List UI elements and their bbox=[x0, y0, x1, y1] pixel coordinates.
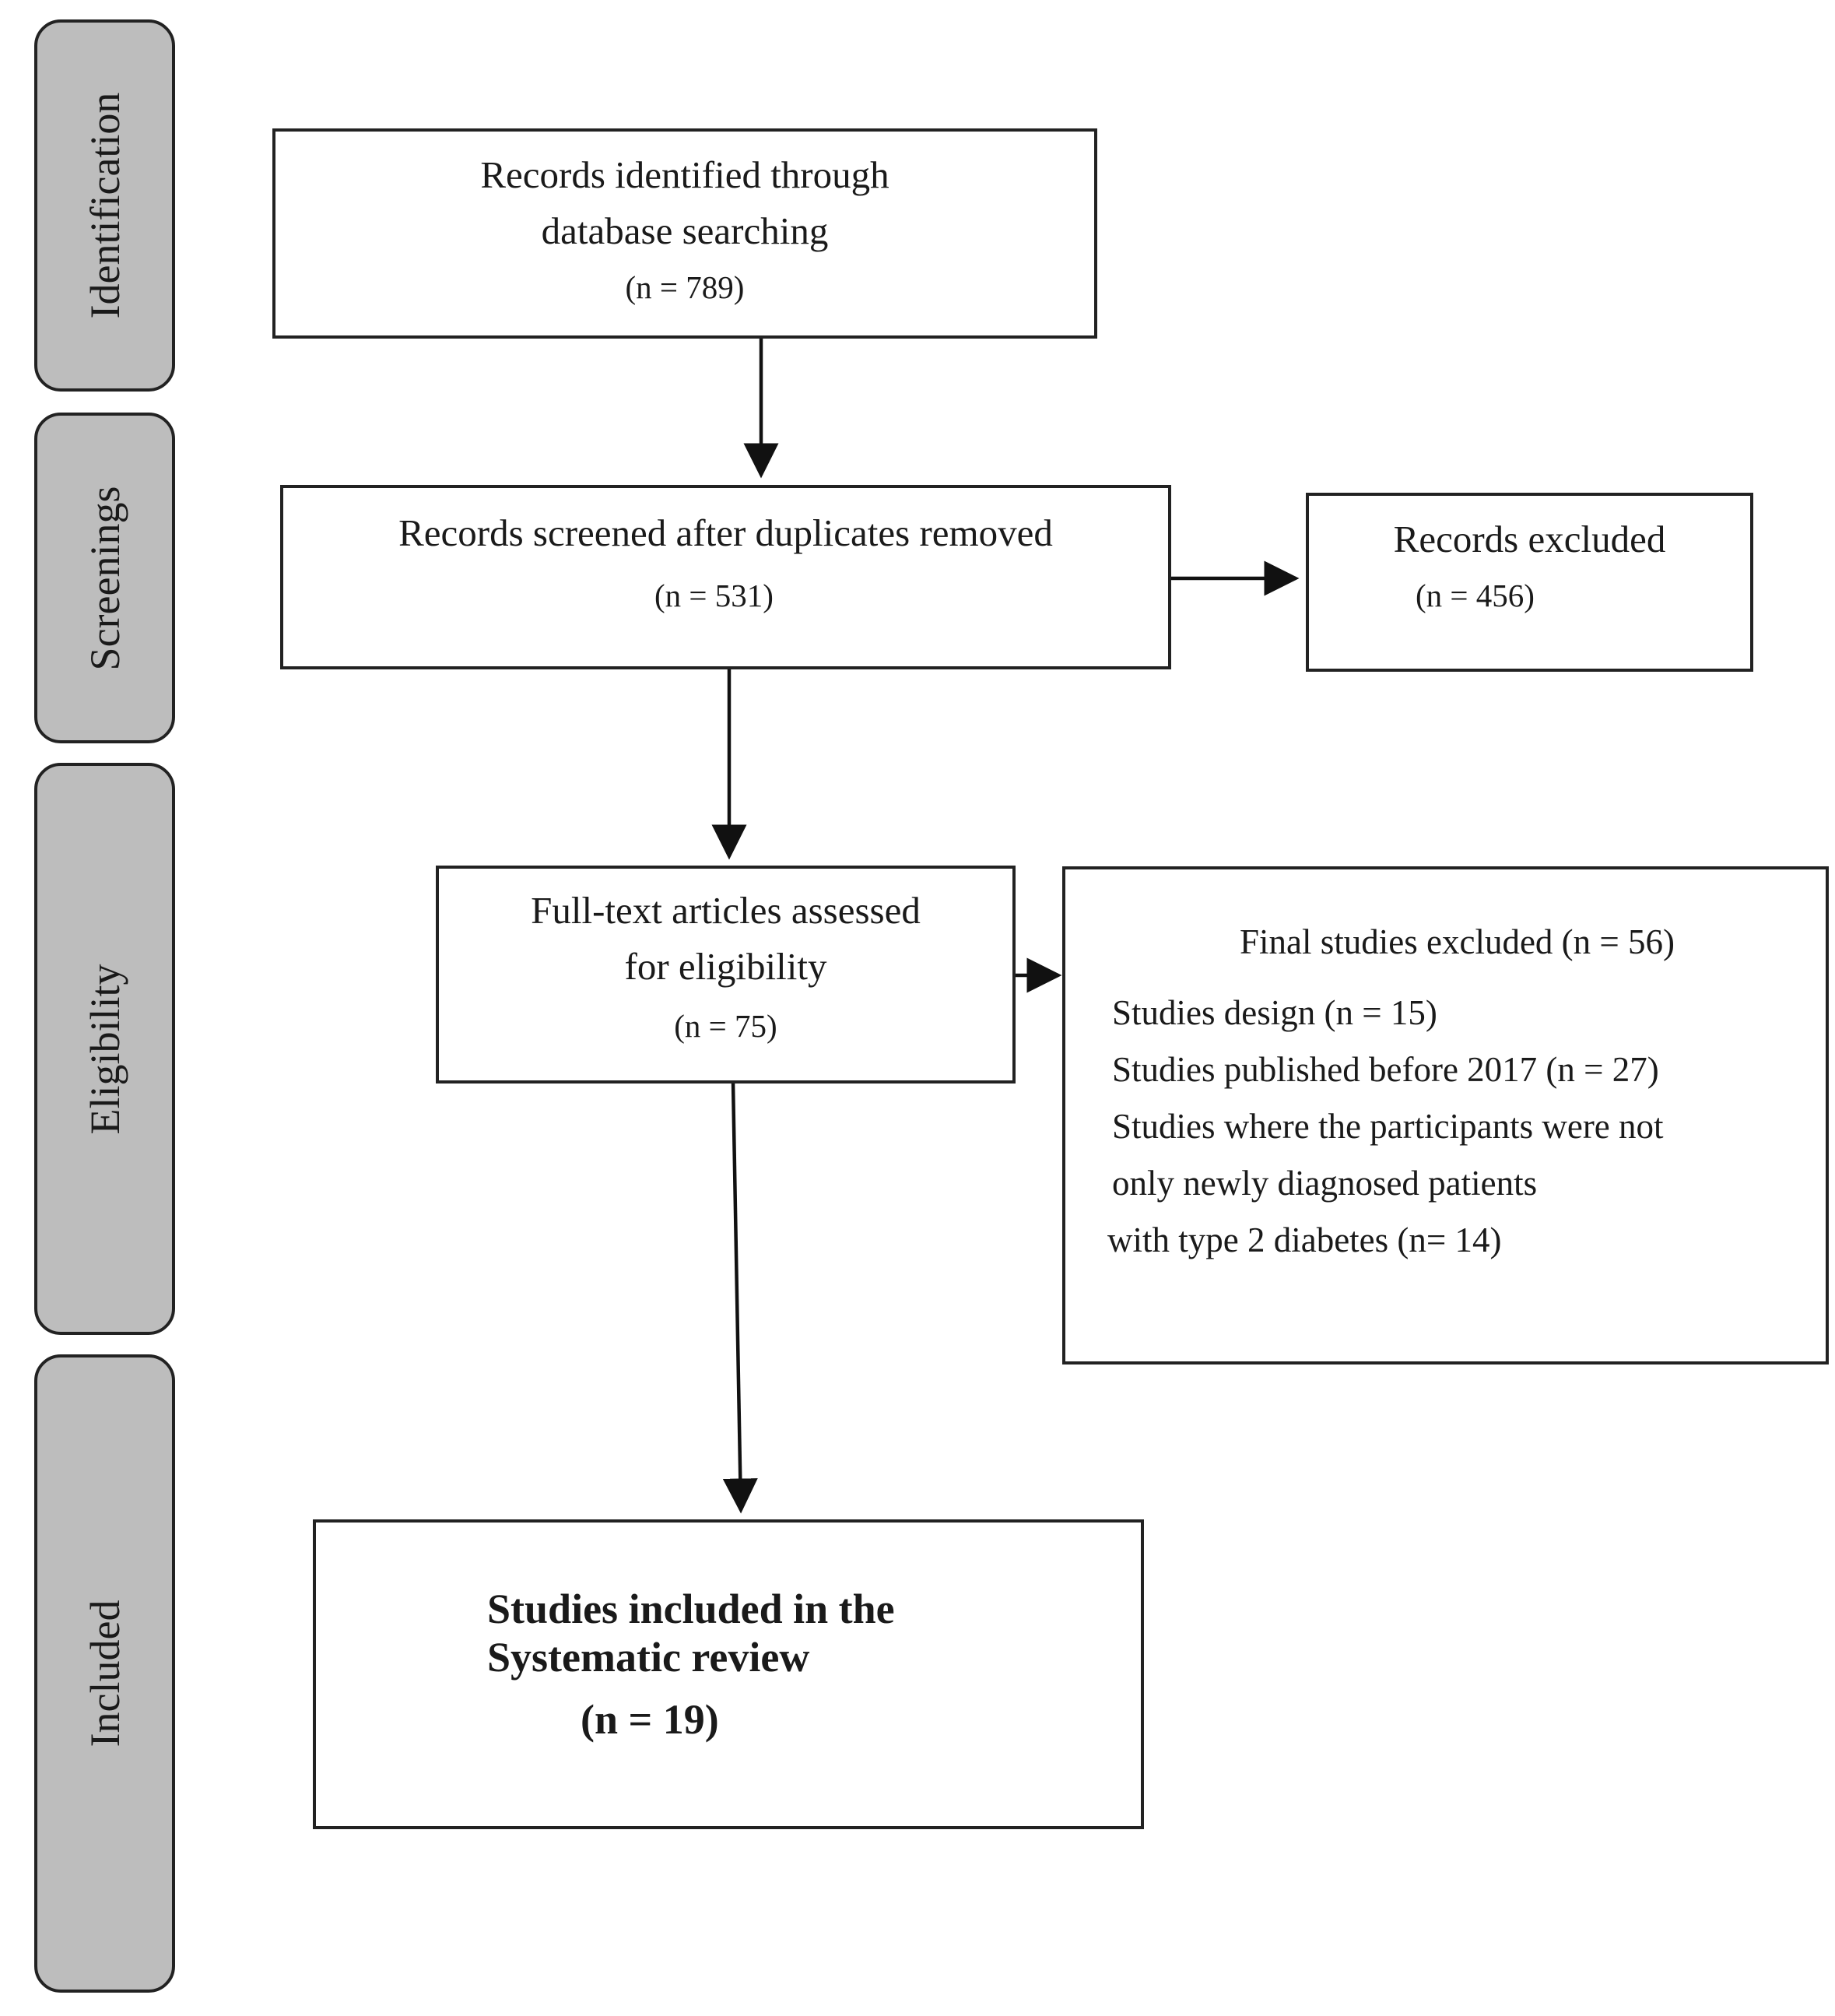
fulltext-assessed-box: Full-text articles assessed for eligibil… bbox=[436, 866, 1016, 1084]
studies-included-count: (n = 19) bbox=[581, 1696, 719, 1743]
connector-arrows bbox=[711, 339, 1300, 1514]
fulltext-assessed-line1: Full-text articles assessed bbox=[531, 889, 921, 932]
records-excluded-box: Records excluded (n = 456) bbox=[1306, 493, 1753, 672]
phase-screenings: Screenings bbox=[34, 413, 175, 743]
records-excluded-count: (n = 456) bbox=[1416, 578, 1535, 613]
studies-included-box: Studies included in the Systematic revie… bbox=[313, 1519, 1144, 1829]
excluded-reason-study-design: Studies design (n = 15) bbox=[1112, 993, 1437, 1032]
records-identified-box: Records identified through database sear… bbox=[272, 128, 1097, 339]
fulltext-assessed-line2: for eligibility bbox=[624, 945, 827, 988]
phase-eligibility: Eligibility bbox=[34, 763, 175, 1335]
records-excluded-line1: Records excluded bbox=[1393, 518, 1666, 560]
phase-included: Included bbox=[34, 1354, 175, 1993]
records-screened-line1: Records screened after duplicates remove… bbox=[398, 511, 1053, 554]
studies-included-line2: Systematic review bbox=[487, 1634, 810, 1681]
excluded-reason-participants-line1: Studies where the participants were not bbox=[1112, 1107, 1664, 1146]
final-studies-excluded-box: Final studies excluded (n = 56) Studies … bbox=[1062, 866, 1829, 1364]
fulltext-assessed-count: (n = 75) bbox=[674, 1008, 777, 1044]
final-studies-excluded-title: Final studies excluded (n = 56) bbox=[1239, 922, 1675, 961]
excluded-reason-participants-line2: only newly diagnosed patients bbox=[1112, 1164, 1538, 1203]
records-identified-line2: database searching bbox=[541, 209, 829, 252]
records-screened-box: Records screened after duplicates remove… bbox=[280, 485, 1171, 669]
records-identified-line1: Records identified through bbox=[480, 153, 889, 196]
excluded-reason-published-before-2017: Studies published before 2017 (n = 27) bbox=[1112, 1050, 1659, 1089]
records-identified-count: (n = 789) bbox=[625, 269, 745, 305]
arrow-fulltext-to-included bbox=[722, 1081, 758, 1514]
phase-identification: Identification bbox=[34, 19, 175, 392]
excluded-reason-participants-line3: with type 2 diabetes (n= 14) bbox=[1107, 1220, 1502, 1259]
prisma-flow-diagram: Identification Screenings Eligibility In… bbox=[31, 19, 1835, 1993]
records-screened-count: (n = 531) bbox=[654, 578, 774, 613]
studies-included-line1: Studies included in the bbox=[487, 1586, 895, 1632]
